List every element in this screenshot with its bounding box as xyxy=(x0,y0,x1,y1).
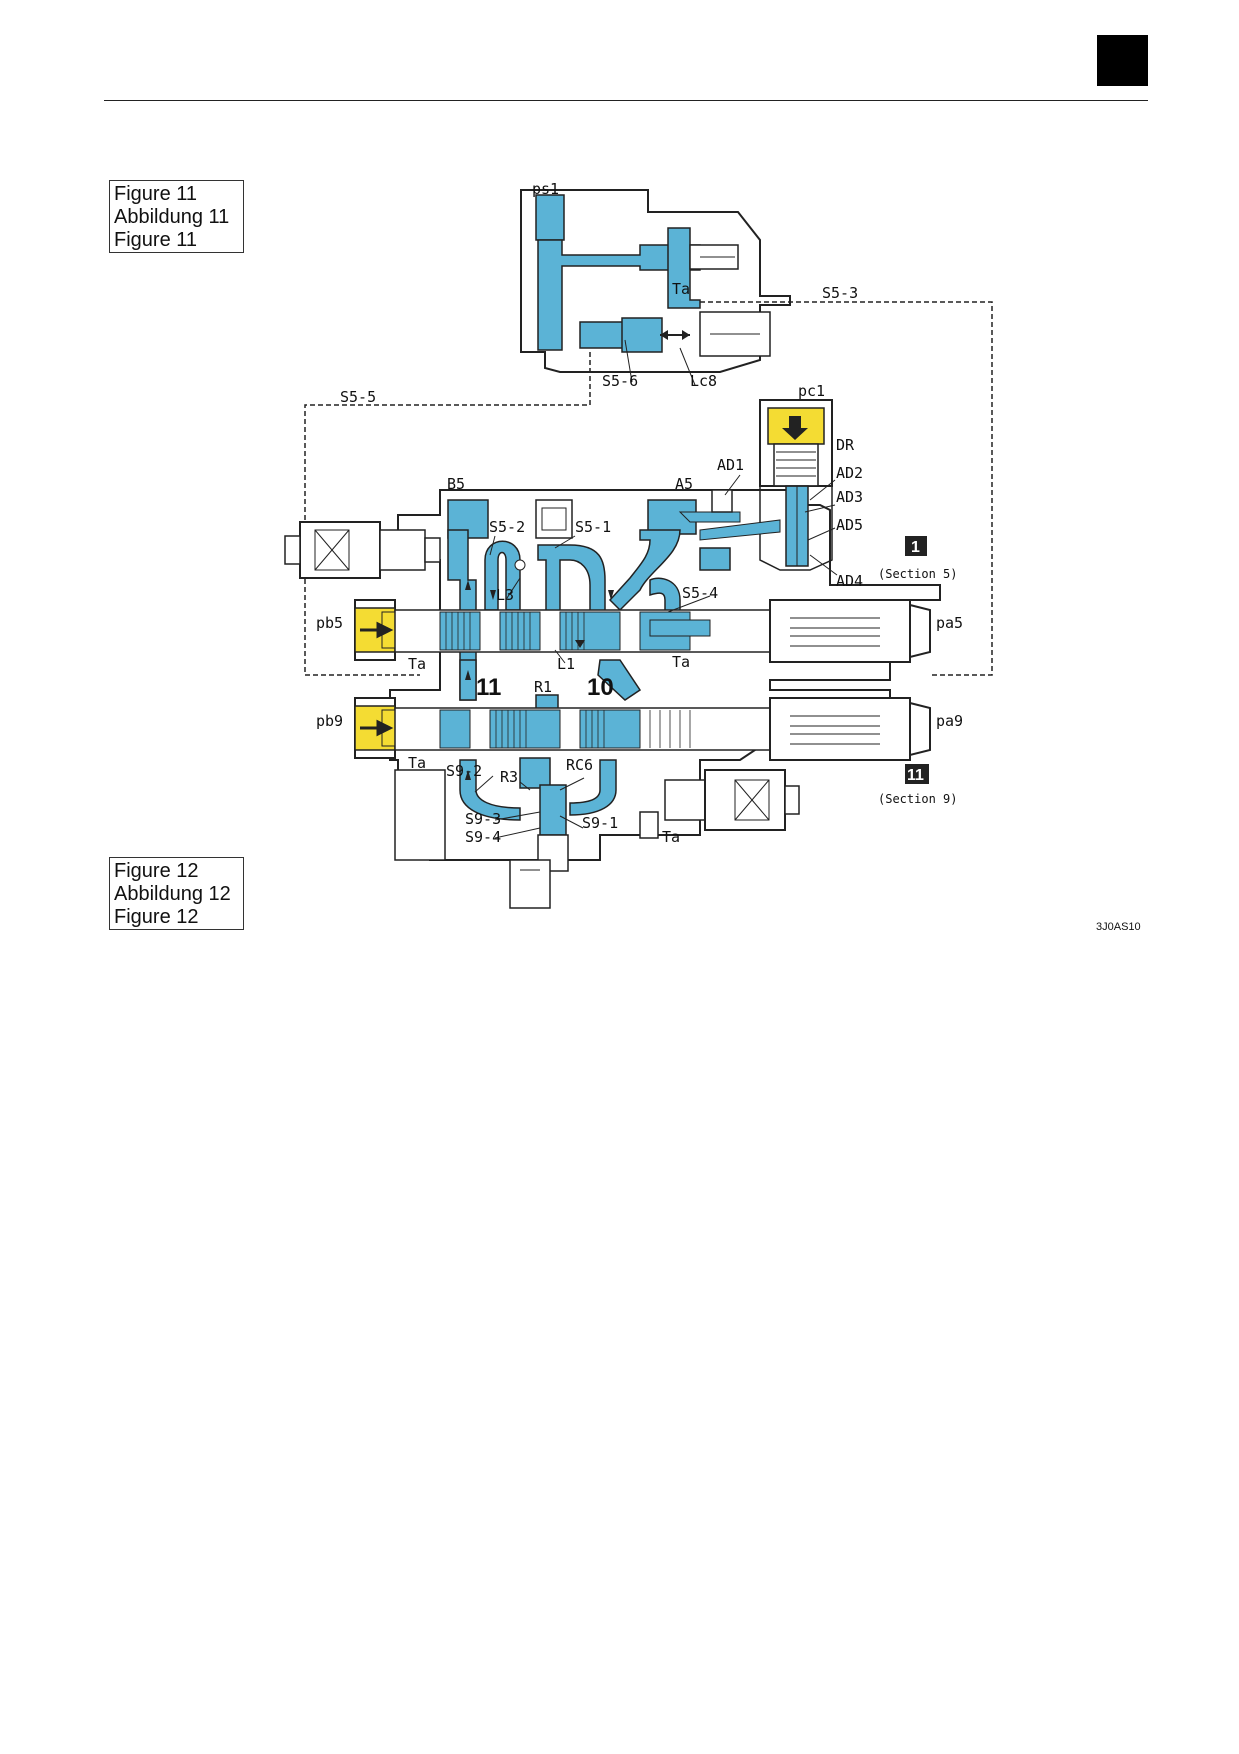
label-ta-bottom: Ta xyxy=(662,828,680,846)
rc6-passage xyxy=(569,759,617,816)
label-pa9: pa9 xyxy=(936,712,963,730)
s5-1-loop xyxy=(537,544,606,613)
top-right-channel xyxy=(667,227,701,309)
label-s5-4: S5-4 xyxy=(682,584,718,602)
badge-1: 1 xyxy=(911,539,920,556)
r3-check xyxy=(519,757,551,789)
ad4-check xyxy=(699,547,731,571)
label-pb9: pb9 xyxy=(316,712,343,730)
s5-3-pilot-line xyxy=(700,301,993,676)
l3-orifice xyxy=(514,559,526,571)
figure-11-caption: Figure 11 Abbildung 11 Figure 11 xyxy=(109,180,244,253)
badge-11-box xyxy=(905,764,929,784)
label-section-5: (Section 5) xyxy=(878,567,957,581)
label-s9-3: S9-3 xyxy=(465,810,501,828)
figure-12-caption: Figure 12 Abbildung 12 Figure 12 xyxy=(109,857,244,930)
label-num-11: 11 xyxy=(476,674,501,701)
badge-11: 11 xyxy=(907,767,924,784)
figure-12-caption-de: Abbildung 12 xyxy=(114,883,231,905)
label-ta-right5: Ta xyxy=(672,653,690,671)
label-s5-6: S5-6 xyxy=(602,372,638,390)
label-s5-1: S5-1 xyxy=(575,518,611,536)
s9-3-poppet xyxy=(539,784,567,836)
flow-arrows xyxy=(465,580,614,780)
label-l1: L1 xyxy=(557,655,575,673)
page-corner-tab xyxy=(1097,35,1148,86)
label-dr: DR xyxy=(836,436,855,454)
figure-11-caption-de: Abbildung 11 xyxy=(114,206,230,228)
label-section-9: (Section 9) xyxy=(878,792,957,806)
ps1-port xyxy=(535,194,565,241)
lower-left-block xyxy=(394,769,446,861)
s5-4-check-valve xyxy=(649,619,711,637)
ps1-channel xyxy=(537,239,701,351)
spool-9-lands xyxy=(439,709,641,749)
label-ad2: AD2 xyxy=(836,464,863,482)
label-pa5: pa5 xyxy=(936,614,963,632)
label-ad4: AD4 xyxy=(836,572,863,590)
figure-11-caption-en: Figure 11 xyxy=(114,183,198,205)
s9-2-passage xyxy=(459,759,521,821)
label-l3: L3 xyxy=(496,586,514,604)
label-s5-5: S5-5 xyxy=(340,388,376,406)
label-ta-top: Ta xyxy=(672,280,690,298)
label-s9-1: S9-1 xyxy=(582,814,618,832)
s5-5-pilot-line xyxy=(304,352,591,676)
badge-1-box xyxy=(905,536,927,556)
label-ad1: AD1 xyxy=(717,456,744,474)
image-code: 3J0AS10 xyxy=(1096,921,1141,933)
upper-left-coil-connector xyxy=(379,529,426,571)
label-pb5: pb5 xyxy=(316,614,343,632)
label-s5-2: S5-2 xyxy=(489,518,525,536)
header-rule xyxy=(104,100,1148,101)
label-b5: B5 xyxy=(447,475,465,493)
label-ps1: ps1 xyxy=(532,180,559,198)
label-r1: R1 xyxy=(534,678,552,696)
label-lc8: Lc8 xyxy=(690,372,717,390)
label-a5: A5 xyxy=(675,475,693,493)
middle-riser xyxy=(597,659,642,701)
a5-passage xyxy=(608,529,681,612)
figure-11-caption-fr: Figure 11 xyxy=(114,229,198,251)
figure-12-caption-en: Figure 12 xyxy=(114,860,199,882)
label-ta-left9: Ta xyxy=(408,754,426,772)
pa9-spring-housing xyxy=(769,697,911,761)
pa5-spring-housing xyxy=(769,599,911,663)
label-s5-3: S5-3 xyxy=(822,284,858,302)
label-r3: R3 xyxy=(500,768,518,786)
label-rc6: RC6 xyxy=(566,756,593,774)
label-ta-left5: Ta xyxy=(408,655,426,673)
label-pc1: pc1 xyxy=(798,382,825,400)
lower-right-coil-connector xyxy=(664,779,706,821)
ad-passage xyxy=(678,511,741,523)
label-s9-4: S9-4 xyxy=(465,828,501,846)
label-s9-2: S9-2 xyxy=(446,762,482,780)
dr-body xyxy=(773,443,819,487)
figure-12-caption-fr: Figure 12 xyxy=(114,906,199,928)
label-ad3: AD3 xyxy=(836,488,863,506)
label-num-10: 10 xyxy=(587,674,614,701)
ad1-plug xyxy=(711,489,733,513)
label-ad5: AD5 xyxy=(836,516,863,534)
